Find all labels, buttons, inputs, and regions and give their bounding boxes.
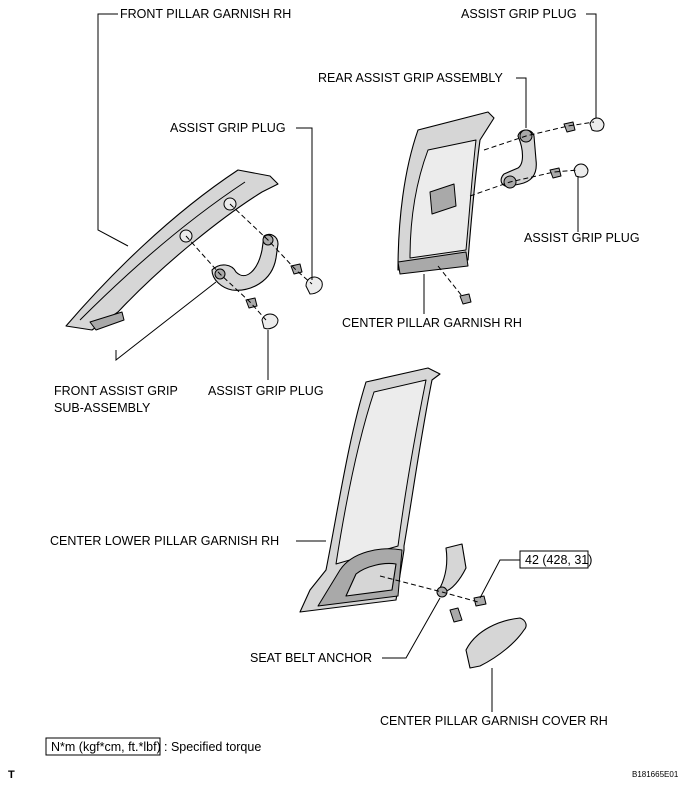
- label-center-pillar-garnish-cover: CENTER PILLAR GARNISH COVER RH: [380, 714, 608, 728]
- center-lower-pillar-pocket-inner: [345, 562, 397, 597]
- center-pillar-garnish-cover: [465, 617, 527, 669]
- center-pillar-garnish-group: [397, 111, 605, 305]
- torque-box: [519, 550, 589, 569]
- label-center-pillar-garnish: CENTER PILLAR GARNISH RH: [342, 316, 522, 330]
- label-assist-grip-plug-top-right: ASSIST GRIP PLUG: [461, 7, 577, 21]
- center-pillar-garnish-base: [397, 251, 469, 275]
- rear-assist-grip-plug-lower: [573, 163, 589, 178]
- seat-belt-anchor-collar: [449, 607, 463, 623]
- front-assist-grip-plug-upper: [305, 276, 323, 295]
- figure-code: B181665E01: [632, 770, 679, 779]
- torque-value: 42 (428, 31): [525, 553, 592, 567]
- front-grip-screw-upper: [290, 263, 303, 275]
- label-rear-assist-grip-assembly: REAR ASSIST GRIP ASSEMBLY: [318, 71, 503, 85]
- label-center-lower-pillar-garnish: CENTER LOWER PILLAR GARNISH RH: [50, 534, 279, 548]
- legend-description: : Specified torque: [164, 740, 261, 754]
- rear-grip-align-2: [469, 169, 579, 197]
- rear-grip-screw-lower: [549, 167, 562, 179]
- front-pillar-garnish: [65, 169, 279, 331]
- center-lower-pillar-garnish-group: [299, 367, 441, 613]
- front-pillar-garnish-group: [65, 169, 323, 331]
- label-assist-grip-plug-front-upper: ASSIST GRIP PLUG: [170, 121, 286, 135]
- rear-grip-screw-upper: [563, 121, 576, 133]
- legend-unit-text: N*m (kgf*cm, ft.*lbf): [51, 740, 161, 754]
- label-assist-grip-plug-rear-lower: ASSIST GRIP PLUG: [524, 231, 640, 245]
- front-assist-grip: [211, 233, 279, 291]
- rear-assist-grip-plug-upper: [589, 117, 605, 132]
- front-assist-grip-plug-lower: [261, 313, 279, 330]
- front-pillar-garnish-ridge: [79, 181, 246, 321]
- center-pillar-screw: [459, 293, 472, 305]
- front-grip-align-2: [185, 235, 267, 321]
- label-seat-belt-anchor: SEAT BELT ANCHOR: [250, 651, 372, 665]
- seat-belt-webbing: [439, 543, 467, 593]
- label-front-assist-grip-line2: SUB-ASSEMBLY: [54, 401, 151, 415]
- center-pillar-align: [437, 265, 463, 297]
- rear-grip-align-1: [483, 121, 595, 151]
- section-letter: T: [8, 769, 15, 781]
- seat-belt-align: [379, 575, 479, 603]
- label-assist-grip-plug-front-lower: ASSIST GRIP PLUG: [208, 384, 324, 398]
- label-front-assist-grip-line1: FRONT ASSIST GRIP: [54, 384, 178, 398]
- leader-lines: [97, 13, 597, 712]
- front-grip-align-1: [229, 203, 313, 285]
- seatbelt-guide: [429, 183, 457, 215]
- legend-unit-box: [45, 737, 161, 756]
- front-pillar-garnish-clip: [89, 311, 125, 331]
- seat-belt-anchor-group: [379, 543, 487, 623]
- label-front-pillar-garnish: FRONT PILLAR GARNISH RH: [120, 7, 291, 21]
